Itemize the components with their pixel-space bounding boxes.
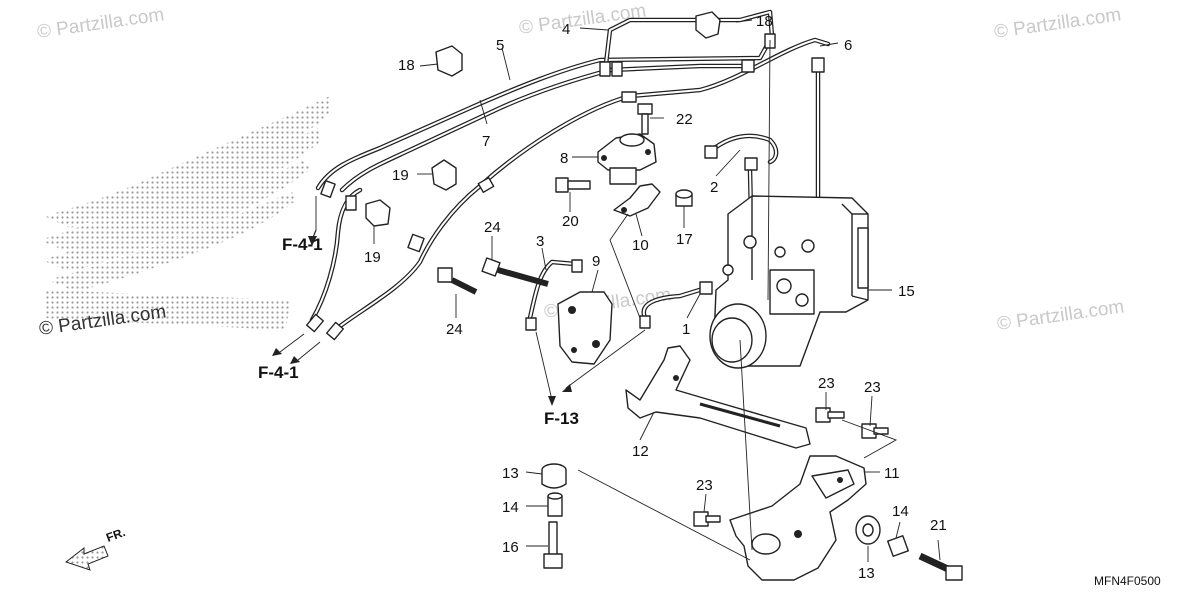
grommet-13-right <box>855 515 881 545</box>
abs-modulator-15 <box>709 195 869 369</box>
diagram-code: MFN4F0500 <box>1094 574 1161 588</box>
callout-4: 4 <box>562 21 570 38</box>
callout-23-c: 23 <box>696 477 713 494</box>
callout-5: 5 <box>496 37 504 54</box>
callout-1: 1 <box>682 321 690 338</box>
bolt-24-upper <box>481 257 549 287</box>
callout-20: 20 <box>562 213 579 230</box>
callout-17: 17 <box>676 231 693 248</box>
callout-12: 12 <box>632 443 649 460</box>
watermark-top-right: © Partzilla.com <box>993 4 1123 43</box>
stay-12 <box>625 345 811 449</box>
callout-22: 22 <box>676 111 693 128</box>
callout-18-left: 18 <box>398 57 415 74</box>
bracket-10 <box>613 183 661 217</box>
callout-8: 8 <box>560 150 568 167</box>
callout-24-lower: 24 <box>446 321 463 338</box>
callout-6: 6 <box>844 37 852 54</box>
part-callouts: 4 18 5 6 18 7 22 8 19 2 20 10 17 24 3 19… <box>364 13 947 582</box>
collar-17 <box>675 189 693 207</box>
reference-f-13: F-13 <box>544 409 579 428</box>
bolt-20 <box>555 177 591 193</box>
honda-wing-logo <box>40 96 332 330</box>
callout-7: 7 <box>482 133 490 150</box>
callout-10: 10 <box>632 237 649 254</box>
callout-23-b: 23 <box>864 379 881 396</box>
callout-16: 16 <box>502 539 519 556</box>
front-indicator-label: FR. <box>104 525 127 545</box>
reference-arrows <box>272 229 572 406</box>
bolt-21 <box>918 552 963 581</box>
bolt-24-lower <box>437 267 478 295</box>
bolt-23-b <box>861 423 889 439</box>
callout-2: 2 <box>710 179 718 196</box>
reference-f-4-1-lower: F-4-1 <box>258 363 299 382</box>
bolt-23-c <box>693 511 721 527</box>
bolt-22 <box>637 103 653 135</box>
callout-15: 15 <box>898 283 915 300</box>
callout-23-a: 23 <box>818 375 835 392</box>
callout-13-right: 13 <box>858 565 875 582</box>
watermark-right: © Partzilla.com <box>996 296 1126 335</box>
collar-14-right <box>887 535 909 557</box>
callout-11: 11 <box>884 465 900 482</box>
bolt-23-a <box>815 407 845 423</box>
callout-9: 9 <box>592 253 600 270</box>
callout-14-right: 14 <box>892 503 909 520</box>
reference-f-4-1-upper: F-4-1 <box>282 235 323 254</box>
collar-14-left <box>547 492 563 517</box>
callout-19-upper: 19 <box>392 167 409 184</box>
watermark-top-left: © Partzilla.com <box>36 4 166 43</box>
bracket-11 <box>729 455 867 581</box>
callout-24-upper: 24 <box>484 219 501 236</box>
callout-18-top: 18 <box>756 13 773 30</box>
callout-13-left: 13 <box>502 465 519 482</box>
bolt-16 <box>543 521 563 569</box>
three-way-joint-8 <box>597 133 657 185</box>
pipe-clamps <box>365 11 721 227</box>
front-direction-arrow <box>64 545 109 571</box>
joint-9 <box>557 291 613 365</box>
callout-14-left: 14 <box>502 499 519 516</box>
callout-3: 3 <box>536 233 544 250</box>
grommet-13-left <box>541 463 567 489</box>
callout-19-lower: 19 <box>364 249 381 266</box>
leader-lines <box>279 19 941 562</box>
callout-21: 21 <box>930 517 947 534</box>
